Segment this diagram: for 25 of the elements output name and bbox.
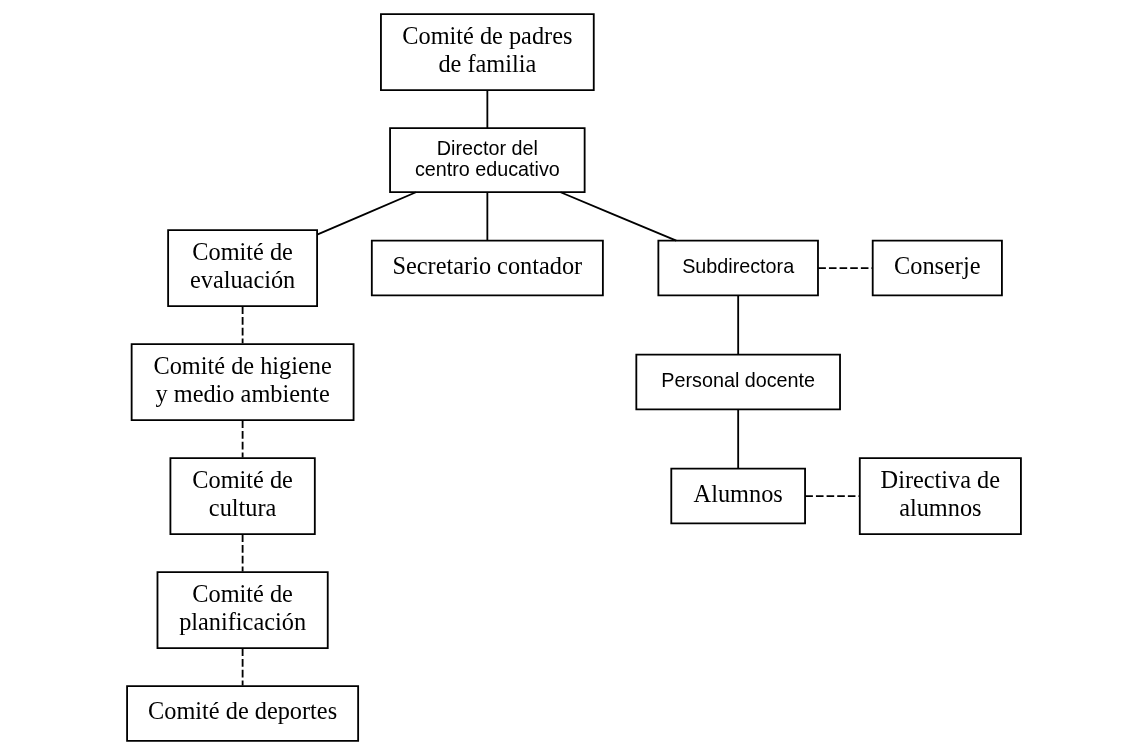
connector [241,647,243,687]
node-box: Director del centro educativo [388,127,586,193]
connector [241,419,243,459]
node-box: Comité de padres de familia [379,13,595,92]
node-box: Comité de planificación [156,571,329,649]
connector [485,191,488,242]
connector [803,495,861,497]
connector [816,267,874,269]
connector [241,533,243,573]
node-box: Subdirectora [656,239,819,297]
connector [315,191,417,236]
node-box: Secretario contador [370,239,604,297]
connector [736,408,739,470]
node-box: Personal docente [634,353,841,411]
node-box: Directiva de alumnos [858,457,1022,535]
node-box: Comité de cultura [169,457,316,535]
connector [736,294,739,356]
node-box: Alumnos [669,467,806,525]
connector [559,191,677,242]
node-box: Comité de higiene y medio ambiente [130,343,354,421]
node-box: Comité de deportes [125,685,359,742]
node-box: Comité de evaluación [166,229,318,307]
connector [485,89,488,129]
node-box: Conserje [871,239,1003,297]
connector [241,305,243,345]
